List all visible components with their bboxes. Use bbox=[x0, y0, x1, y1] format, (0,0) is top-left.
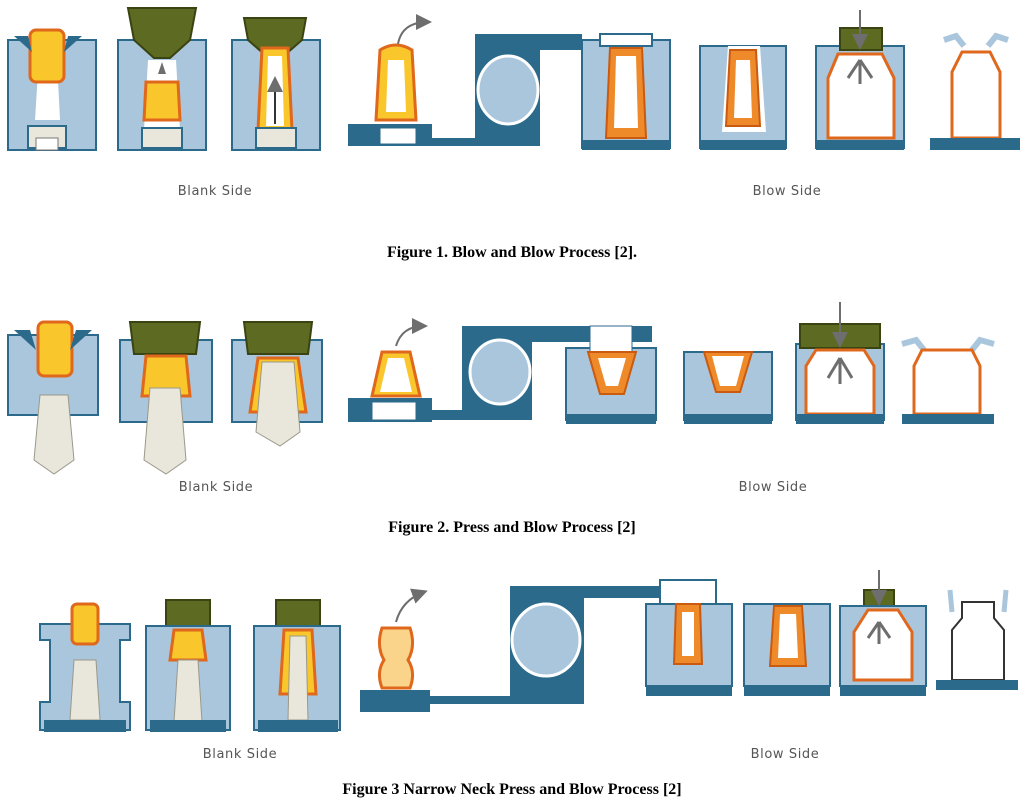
f1-step6-reheat bbox=[699, 45, 787, 150]
f1-step4-parison-transfer bbox=[348, 14, 582, 146]
f2-blank-side-label: Blank Side bbox=[179, 480, 254, 495]
f3-step5-blow-mold bbox=[645, 579, 733, 696]
figure-1-blow-and-blow: Blank Side Blow Side Figure 1. Blow and … bbox=[7, 7, 1020, 261]
f1-step1-gob-loading bbox=[7, 28, 97, 151]
figure-3-caption: Figure 3 Narrow Neck Press and Blow Proc… bbox=[342, 781, 681, 798]
f1-blank-side-label: Blank Side bbox=[178, 184, 253, 199]
f3-step6-reheat bbox=[743, 603, 831, 696]
f2-step4-parison-transfer bbox=[348, 318, 652, 422]
f1-step5-blow-mold bbox=[581, 33, 671, 150]
f1-step2-settle-blow bbox=[117, 7, 207, 151]
f2-step2-press bbox=[119, 321, 213, 475]
f3-step4-parison-transfer bbox=[360, 586, 716, 712]
figure-3-narrow-neck-press-and-blow: Blank Side Blow Side Figure 3 Narrow Nec… bbox=[39, 570, 1018, 798]
f1-step8-take-out bbox=[930, 32, 1020, 150]
f2-step6-reheat bbox=[683, 351, 773, 424]
f1-blow-side-label: Blow Side bbox=[753, 184, 822, 199]
f3-step8-take-out bbox=[936, 589, 1018, 690]
f2-step1-gob-loading bbox=[7, 320, 99, 475]
f2-step7-final-blow bbox=[795, 302, 885, 424]
f3-step1-gob-loading bbox=[39, 602, 131, 732]
f3-step7-final-blow bbox=[839, 570, 927, 696]
f2-step5-blow-mold bbox=[565, 325, 657, 424]
f2-step3-parison-formed bbox=[231, 321, 323, 447]
f3-step3-parison-formed bbox=[253, 599, 341, 732]
f2-blow-side-label: Blow Side bbox=[739, 480, 808, 495]
f3-blank-side-label: Blank Side bbox=[203, 747, 278, 762]
figure-1-caption: Figure 1. Blow and Blow Process [2]. bbox=[387, 244, 637, 261]
f2-step8-take-out bbox=[901, 336, 995, 424]
f3-blow-side-label: Blow Side bbox=[751, 747, 820, 762]
f1-step7-final-blow bbox=[815, 10, 905, 150]
f1-step3-counter-blow bbox=[231, 17, 321, 151]
figure-2-caption: Figure 2. Press and Blow Process [2] bbox=[388, 519, 636, 536]
figure-2-press-and-blow: Blank Side Blow Side Figure 2. Press and… bbox=[7, 302, 995, 536]
f3-step2-press bbox=[145, 599, 231, 732]
